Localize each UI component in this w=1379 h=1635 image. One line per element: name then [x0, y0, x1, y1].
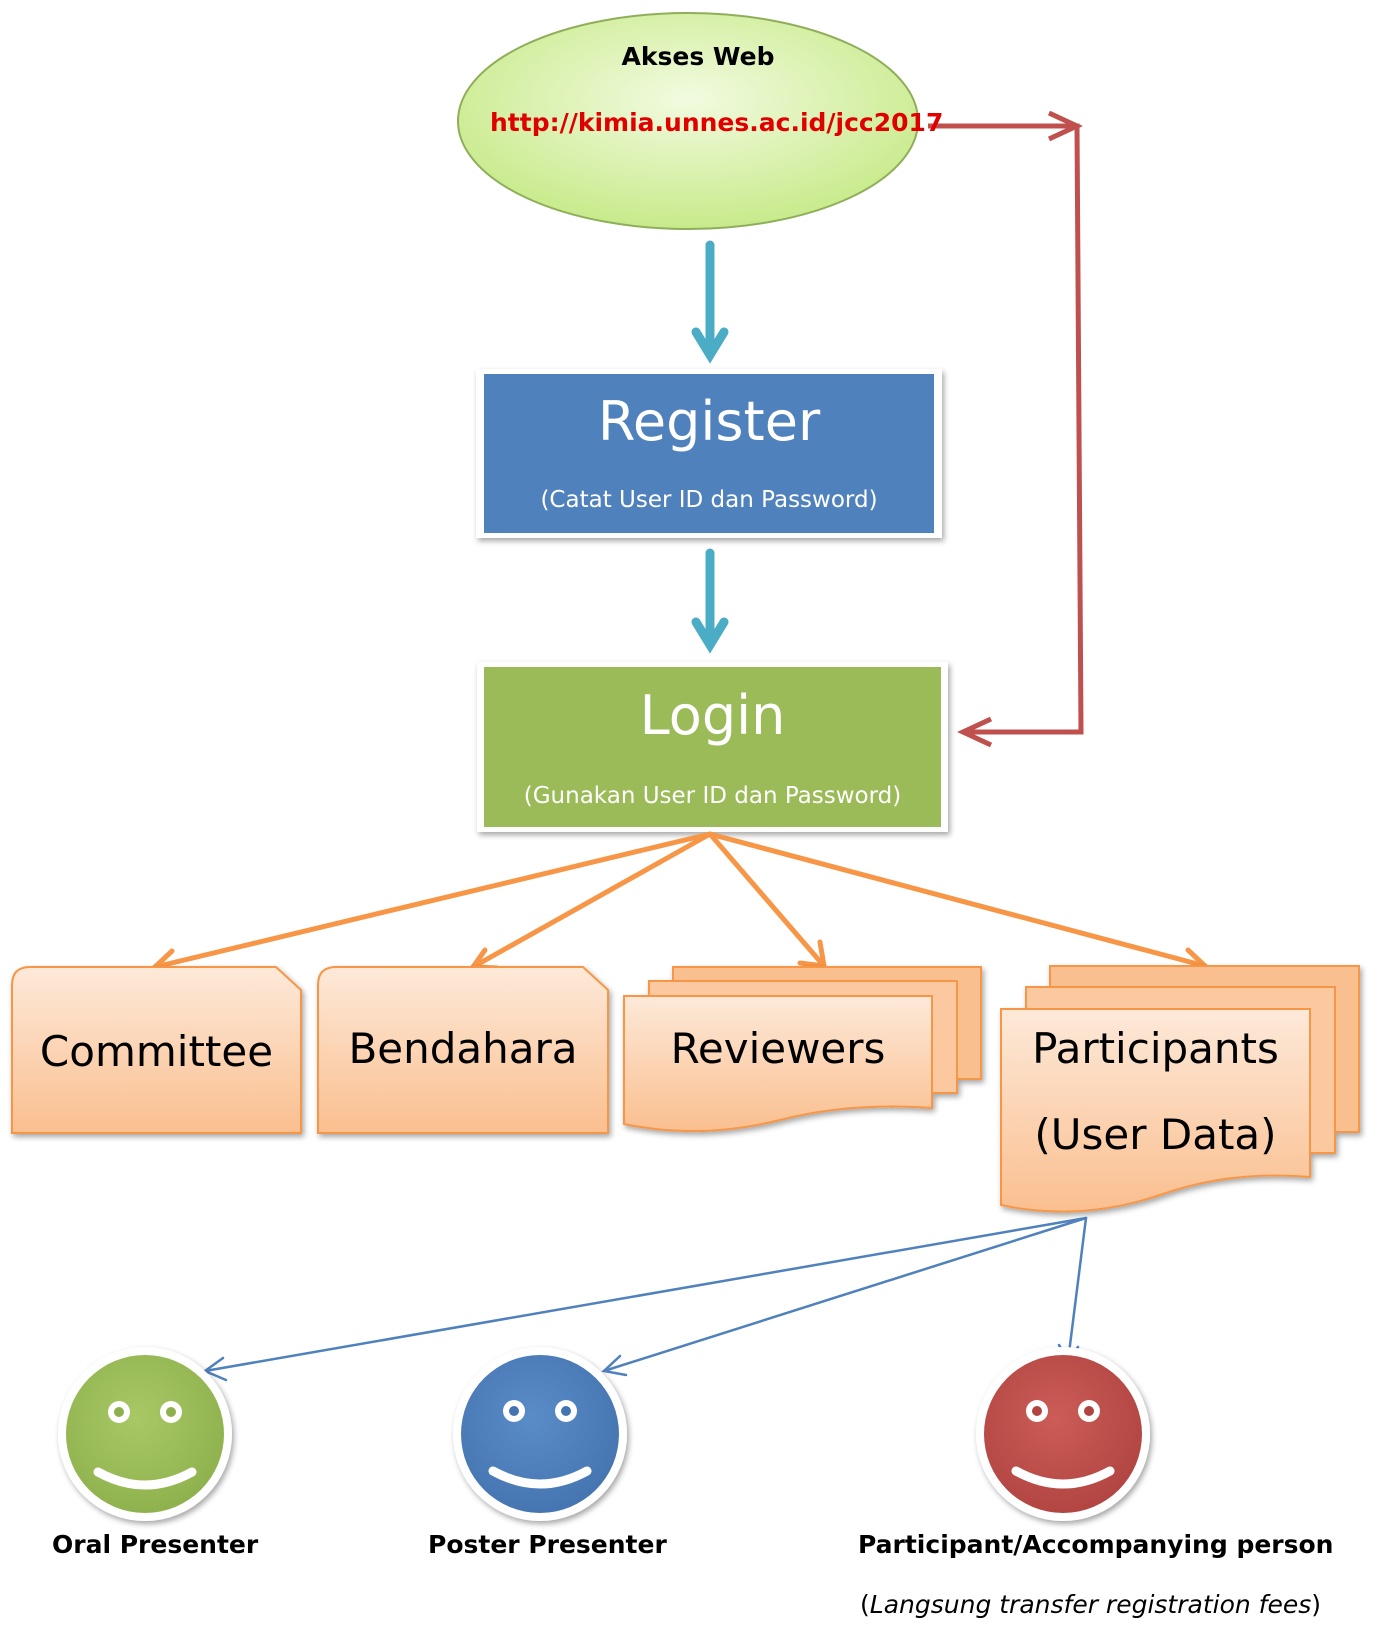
- accompanying-person-smiley-icon: [976, 1347, 1150, 1521]
- register-subtitle: (Catat User ID dan Password): [540, 487, 878, 513]
- register-title: Register: [597, 390, 821, 453]
- oral-presenter-smiley-icon: [58, 1347, 232, 1521]
- start-ellipse: [457, 12, 919, 230]
- bendahara-label: Bendahara: [348, 1024, 578, 1073]
- participant-type-arrows: [202, 1216, 1088, 1382]
- arrow-to-login: [691, 548, 729, 654]
- participants-sublabel: (User Data): [1034, 1110, 1277, 1159]
- login-subtitle: (Gunakan User ID dan Password): [523, 783, 902, 809]
- role-arrows: [149, 831, 1211, 975]
- registration-fee-note: (Langsung transfer registration fees): [860, 1590, 1321, 1619]
- committee-label: Committee: [39, 1027, 274, 1076]
- start-title: Akses Web: [621, 42, 775, 71]
- arrow-to-register: [691, 240, 729, 364]
- note-close-paren: ): [1311, 1590, 1322, 1619]
- poster-presenter-smiley-icon: [453, 1347, 627, 1521]
- note-open-paren: (: [860, 1590, 870, 1619]
- accompanying-person-caption: Participant/Accompanying person: [858, 1530, 1334, 1559]
- direct-login-connector: [928, 110, 1084, 748]
- oral-presenter-caption: Oral Presenter: [52, 1530, 259, 1559]
- committee-card: [11, 966, 302, 1134]
- participants-stack: [1000, 965, 1360, 1213]
- note-text: Langsung transfer registration fees: [869, 1590, 1312, 1619]
- poster-presenter-caption: Poster Presenter: [428, 1530, 667, 1559]
- participants-label: Participants: [1032, 1024, 1279, 1073]
- login-title: Login: [639, 684, 786, 747]
- start-url-link[interactable]: http://kimia.unnes.ac.id/jcc2017: [490, 108, 944, 137]
- reviewers-stack: [623, 966, 982, 1133]
- reviewers-label: Reviewers: [670, 1024, 886, 1073]
- bendahara-card: [317, 966, 609, 1134]
